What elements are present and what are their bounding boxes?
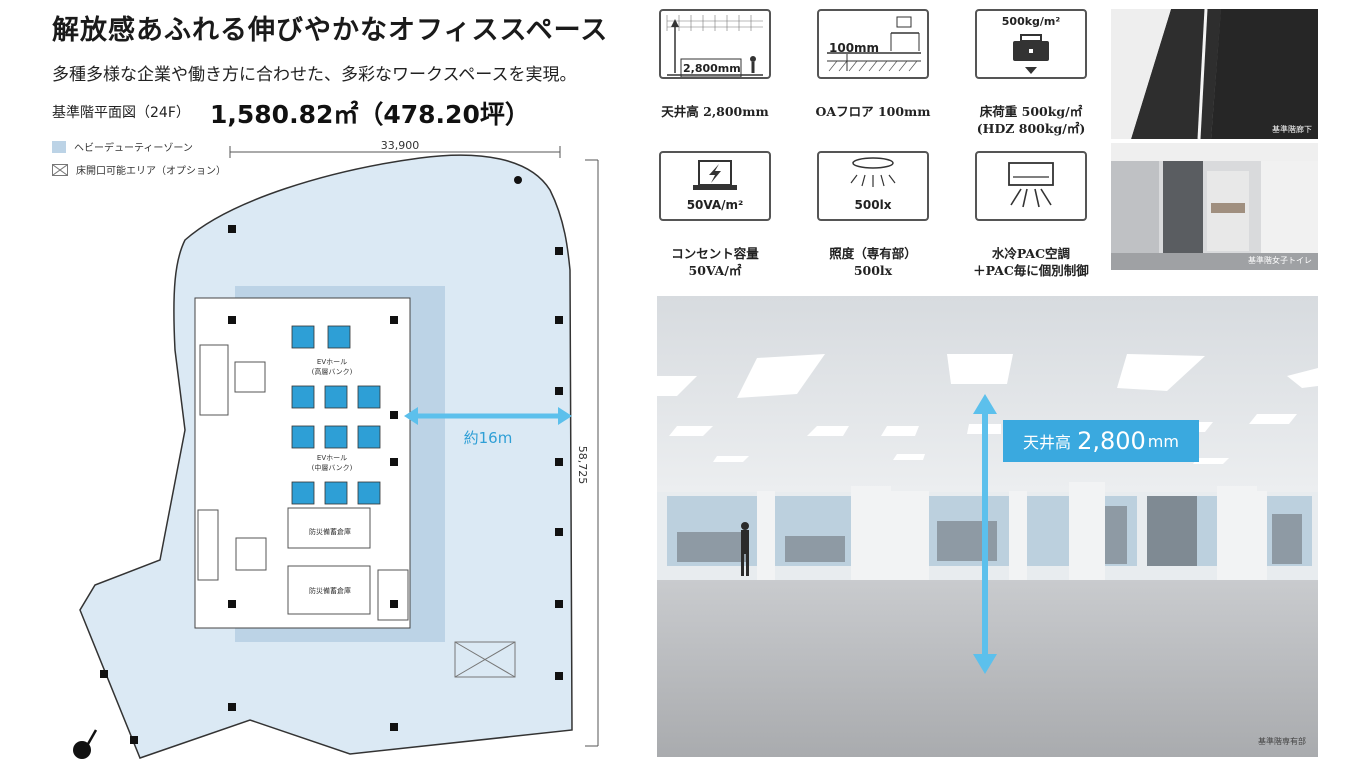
legend-opening: 床開口可能エリア（オプション） bbox=[52, 162, 226, 177]
ev-hall-mid-label: EVホール bbox=[317, 454, 347, 462]
ceiling-tag-value: 2,800 bbox=[1077, 427, 1146, 455]
spec-outlet-box: 50VA/m² bbox=[659, 151, 771, 221]
heavy-duty-swatch bbox=[52, 140, 66, 153]
dim-depth: 58,725 bbox=[576, 446, 589, 485]
page-title: 解放感あふれる伸びやかなオフィススペース bbox=[52, 15, 609, 46]
toilet-photo: 基準階女子トイレ bbox=[1111, 143, 1318, 270]
ceiling-height-tag: 天井高 2,800 mm bbox=[1003, 420, 1199, 462]
spec-outlet-text: 50VA/m² bbox=[686, 198, 744, 212]
ev-hall-mid-sub: (中層バンク) bbox=[312, 463, 353, 472]
span-label: 約16m bbox=[464, 429, 513, 447]
floor-plan: 33,900 58,725 EVホール (高層バンク) EVホール (中層バンク… bbox=[73, 139, 599, 759]
ceiling-tag-label: 天井高 bbox=[1023, 433, 1072, 452]
legend-heavy-duty-label: ヘビーデューティーゾーン bbox=[74, 143, 193, 154]
office-caption: 基準階専有部 bbox=[1258, 737, 1306, 746]
spec-oa-caption: OAフロア 100mm bbox=[803, 103, 943, 120]
storage-label-2: 防災備蓄倉庫 bbox=[309, 586, 351, 595]
legend-opening-label: 床開口可能エリア（オプション） bbox=[76, 166, 226, 177]
spec-ac-caption-line1: 水冷PAC空調 bbox=[991, 246, 1071, 261]
span-arrow bbox=[404, 407, 572, 425]
legend-heavy-duty: ヘビーデューティーゾーン bbox=[52, 139, 193, 154]
dimension-lines bbox=[229, 146, 599, 747]
spec-ac-caption: 水冷PAC空調 ＋PAC毎に個別制御 bbox=[961, 245, 1101, 279]
oa-floor-icon bbox=[827, 16, 921, 72]
spec-ceiling-box: 2,800mm bbox=[659, 9, 771, 79]
spec-lighting-caption-line2: 500lx bbox=[853, 263, 893, 278]
air-conditioner-icon bbox=[1008, 162, 1054, 208]
ceiling-tag-unit: mm bbox=[1147, 431, 1179, 451]
page-subtitle: 多種多様な企業や働き方に合わせた、多彩なワークスペースを実現。 bbox=[52, 65, 577, 85]
spec-lighting-box: 500lx bbox=[817, 151, 929, 221]
hatch-swatch bbox=[52, 163, 68, 176]
ev-hall-high-label: EVホール bbox=[317, 358, 347, 366]
corridor-photo: 基準階廊下 bbox=[1111, 9, 1318, 139]
columns bbox=[100, 176, 563, 744]
spec-lighting-caption: 照度（専有部） 500lx bbox=[803, 245, 943, 279]
spec-oa-text: 100mm bbox=[829, 41, 880, 55]
core bbox=[194, 297, 411, 629]
spec-ceiling-caption-line: 天井高 2,800mm bbox=[661, 104, 769, 119]
spec-load-box: 500kg/m² bbox=[975, 9, 1087, 79]
spec-load-caption: 床荷重 500kg/㎡ (HDZ 800kg/㎡) bbox=[961, 103, 1101, 137]
opening-area bbox=[454, 641, 516, 678]
dim-width: 33,900 bbox=[381, 139, 420, 152]
elevators bbox=[291, 325, 381, 505]
spec-load-caption-line2: (HDZ 800kg/㎡) bbox=[976, 121, 1086, 136]
spec-ceiling-caption: 天井高 2,800mm bbox=[645, 103, 785, 120]
office-photo: 基準階専有部 bbox=[657, 296, 1318, 757]
corridor-caption: 基準階廊下 bbox=[1272, 125, 1312, 134]
toilet-caption: 基準階女子トイレ bbox=[1248, 256, 1312, 265]
spec-outlet-caption-line2: 50VA/㎡ bbox=[688, 263, 742, 278]
ceiling-height-icon bbox=[666, 15, 763, 78]
storage-label-1: 防災備蓄倉庫 bbox=[309, 527, 351, 536]
spec-ac-box bbox=[975, 151, 1087, 221]
spec-oa-box: 100mm bbox=[817, 9, 929, 79]
spec-load-caption-line1: 床荷重 500kg/㎡ bbox=[979, 104, 1083, 119]
spec-outlet-caption: コンセント容量 50VA/㎡ bbox=[645, 245, 785, 279]
spec-lighting-caption-line1: 照度（専有部） bbox=[829, 246, 917, 261]
floorplan-label: 基準階平面図（24F） bbox=[52, 105, 190, 121]
spec-lighting-text: 500lx bbox=[854, 198, 892, 212]
north-arrow-icon bbox=[73, 729, 98, 759]
ceiling-light-icon bbox=[850, 157, 896, 187]
laptop-power-icon bbox=[693, 160, 737, 190]
spec-oa-caption-line: OAフロア 100mm bbox=[815, 104, 931, 119]
briefcase-icon bbox=[1013, 34, 1049, 74]
floor-area: 1,580.82㎡（478.20坪） bbox=[210, 100, 530, 129]
ev-hall-high-sub: (高層バンク) bbox=[312, 367, 353, 376]
spec-load-text: 500kg/m² bbox=[1001, 15, 1061, 28]
spec-ceiling-text: 2,800mm bbox=[683, 62, 741, 75]
spec-outlet-caption-line1: コンセント容量 bbox=[671, 246, 759, 261]
spec-ac-caption-line2: ＋PAC毎に個別制御 bbox=[973, 263, 1089, 278]
